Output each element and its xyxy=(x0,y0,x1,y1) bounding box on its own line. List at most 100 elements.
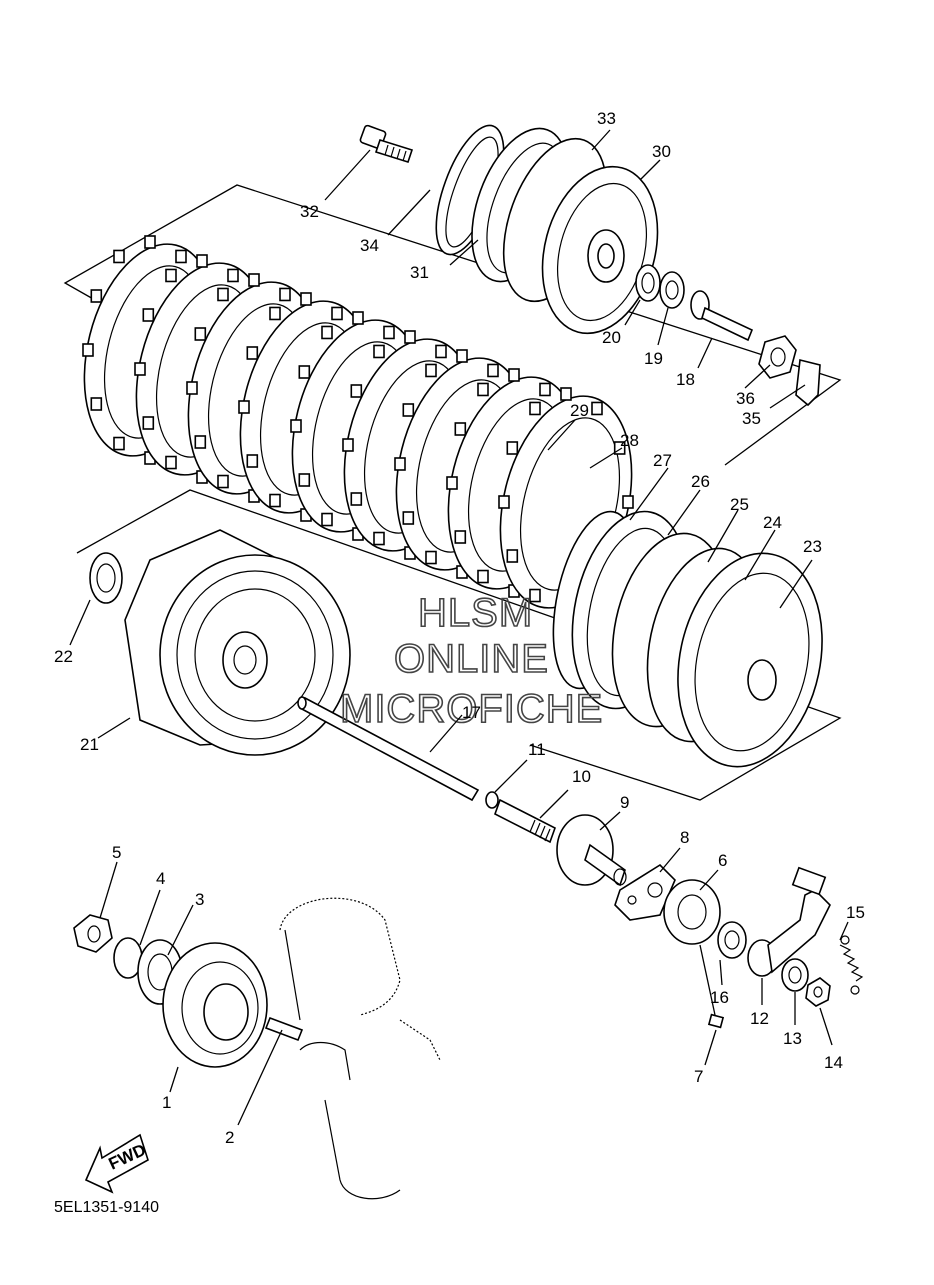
plate-tab xyxy=(165,268,177,283)
part-code: 5EL1351-9140 xyxy=(54,1199,159,1216)
callout-11: 11 xyxy=(528,740,546,759)
plate-tab xyxy=(196,254,208,268)
callout-22: 22 xyxy=(54,647,73,666)
bearing-19 xyxy=(659,271,685,309)
plate-tab xyxy=(217,287,229,302)
plate-8 xyxy=(614,863,676,921)
bolt-32 xyxy=(359,124,414,163)
plate-tab xyxy=(82,343,94,357)
plate-tab xyxy=(539,382,551,397)
callout-30: 30 xyxy=(652,142,671,161)
callout-18: 18 xyxy=(676,370,695,389)
gear-22 xyxy=(89,552,123,604)
plate-tab xyxy=(477,569,489,584)
callout-20: 20 xyxy=(602,328,621,347)
callout-9: 9 xyxy=(620,793,629,812)
o-ring-11 xyxy=(485,791,499,809)
plate-tab xyxy=(404,330,416,344)
callout-12: 12 xyxy=(750,1009,769,1028)
plate-tab xyxy=(435,344,447,359)
callout-8: 8 xyxy=(680,828,689,847)
primary-drive-gear-1 xyxy=(162,942,268,1068)
plate-tab xyxy=(529,401,541,416)
callout-27: 27 xyxy=(653,451,672,470)
watermark-line-2: ONLINE xyxy=(394,637,549,681)
washer-13 xyxy=(781,958,809,992)
callout-23: 23 xyxy=(803,537,822,556)
callout-labels: 1 2 3 4 5 6 7 8 9 10 11 12 13 14 15 16 1… xyxy=(54,109,865,1147)
plate-tab xyxy=(613,441,626,455)
plate-tab xyxy=(248,273,260,287)
crankshaft-outline xyxy=(279,897,441,1200)
plate-tab xyxy=(373,344,385,359)
plate-tab xyxy=(238,400,250,414)
plate-tab xyxy=(90,397,103,411)
callout-3: 3 xyxy=(195,890,204,909)
oil-seal-6 xyxy=(663,879,721,945)
push-rod-18 xyxy=(690,290,754,342)
washer-20 xyxy=(635,264,661,302)
nut-36 xyxy=(758,335,797,379)
plate-tab xyxy=(113,249,125,264)
plate-tab xyxy=(246,454,259,468)
plate-tab xyxy=(134,362,146,376)
plate-tab xyxy=(487,363,499,378)
plate-tab xyxy=(269,306,281,321)
plate-tab xyxy=(298,473,311,487)
push-rod-10 xyxy=(494,798,556,844)
plate-tab xyxy=(90,289,103,303)
callout-10: 10 xyxy=(572,767,591,786)
callout-1: 1 xyxy=(162,1093,171,1112)
plate-tab xyxy=(342,438,354,452)
plate-tab xyxy=(456,349,468,363)
callout-25: 25 xyxy=(730,495,749,514)
plate-group-frame xyxy=(63,184,842,801)
callout-34: 34 xyxy=(360,236,379,255)
plate-tab xyxy=(194,435,207,449)
plate-tab xyxy=(425,363,437,378)
callout-24: 24 xyxy=(763,513,782,532)
plate-tab xyxy=(591,401,603,416)
clutch-plate-stack xyxy=(82,235,634,617)
gasket-34 xyxy=(435,124,505,256)
plate-tab xyxy=(394,457,406,471)
plate-tab xyxy=(165,455,177,470)
callout-28: 28 xyxy=(620,431,639,450)
plate-tab xyxy=(402,511,415,525)
callout-32: 32 xyxy=(300,202,319,221)
nut-14 xyxy=(805,977,831,1007)
lever-9 xyxy=(556,814,627,887)
plate-tab xyxy=(454,422,467,436)
primary-driven-gear-21 xyxy=(124,529,351,756)
plate-tab xyxy=(425,550,437,565)
fwd-arrow-icon: FWD xyxy=(84,1133,149,1194)
callout-26: 26 xyxy=(691,472,710,491)
pressure-plate-30 xyxy=(541,165,659,335)
plate-tab xyxy=(560,387,572,401)
plate-tab xyxy=(113,436,125,451)
callout-17: 17 xyxy=(462,703,481,722)
plate-tab xyxy=(321,512,333,527)
callout-5: 5 xyxy=(112,843,121,862)
plate-tab xyxy=(454,530,467,544)
callout-16: 16 xyxy=(710,988,729,1007)
plate-tab xyxy=(383,325,395,340)
plate-tab xyxy=(350,384,363,398)
watermark-line-3: MICROFICHE xyxy=(340,687,603,731)
callout-19: 19 xyxy=(644,349,663,368)
callout-4: 4 xyxy=(156,869,165,888)
watermark: HLSM ONLINE MICROFICHE xyxy=(339,590,603,732)
plate-tab xyxy=(506,549,519,563)
plate-tab xyxy=(290,419,302,433)
callout-6: 6 xyxy=(718,851,727,870)
callout-2: 2 xyxy=(225,1128,234,1147)
plate-tab xyxy=(498,495,510,509)
plate-tab xyxy=(227,268,239,283)
plate-tab xyxy=(300,292,312,306)
plate-tab xyxy=(298,365,311,379)
callout-15: 15 xyxy=(846,903,865,922)
callout-21: 21 xyxy=(80,735,99,754)
plate-tab xyxy=(142,308,155,322)
nut-5 xyxy=(73,914,113,953)
